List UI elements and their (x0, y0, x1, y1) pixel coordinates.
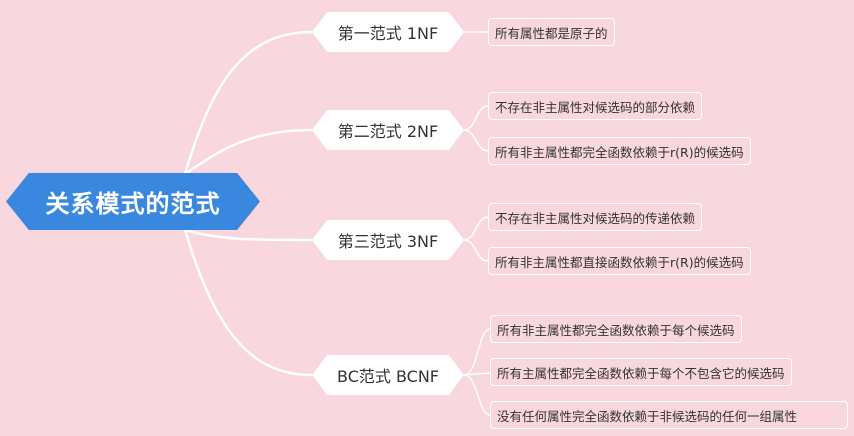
leaf-2nf-2[interactable]: 所有非主属性都完全函数依赖于r(R)的候选码 (488, 137, 751, 165)
topic-3nf[interactable]: 第三范式 3NF (312, 220, 464, 260)
leaf-2nf-1[interactable]: 不存在非主属性对候选码的部分依赖 (488, 92, 703, 120)
leaf-bcnf-3[interactable]: 没有任何属性完全函数依赖于非候选码的任何一组属性 (490, 401, 848, 429)
leaf-bcnf-1[interactable]: 所有非主属性都完全函数依赖于每个候选码 (490, 315, 742, 343)
leaf-1nf-1[interactable]: 所有属性都是原子的 (488, 18, 615, 46)
connector-root-2nf (184, 128, 313, 176)
connector-root-bcnf (183, 229, 313, 377)
leaf-bcnf-2[interactable]: 所有主属性都完全函数依赖于每个不包含它的候选码 (490, 358, 792, 386)
leaf-3nf-2[interactable]: 所有非主属性都直接函数依赖于r(R)的候选码 (488, 247, 751, 275)
topic-1nf[interactable]: 第一范式 1NF (312, 12, 464, 52)
leaf-3nf-1[interactable]: 不存在非主属性对候选码的传递依赖 (488, 203, 703, 231)
root-topic[interactable]: 关系模式的范式 (6, 173, 260, 230)
topic-bcnf[interactable]: BC范式 BCNF (312, 355, 464, 395)
topic-2nf[interactable]: 第二范式 2NF (312, 110, 464, 150)
connector-root-3nf (184, 228, 313, 242)
connector-root-1nf (183, 30, 313, 175)
